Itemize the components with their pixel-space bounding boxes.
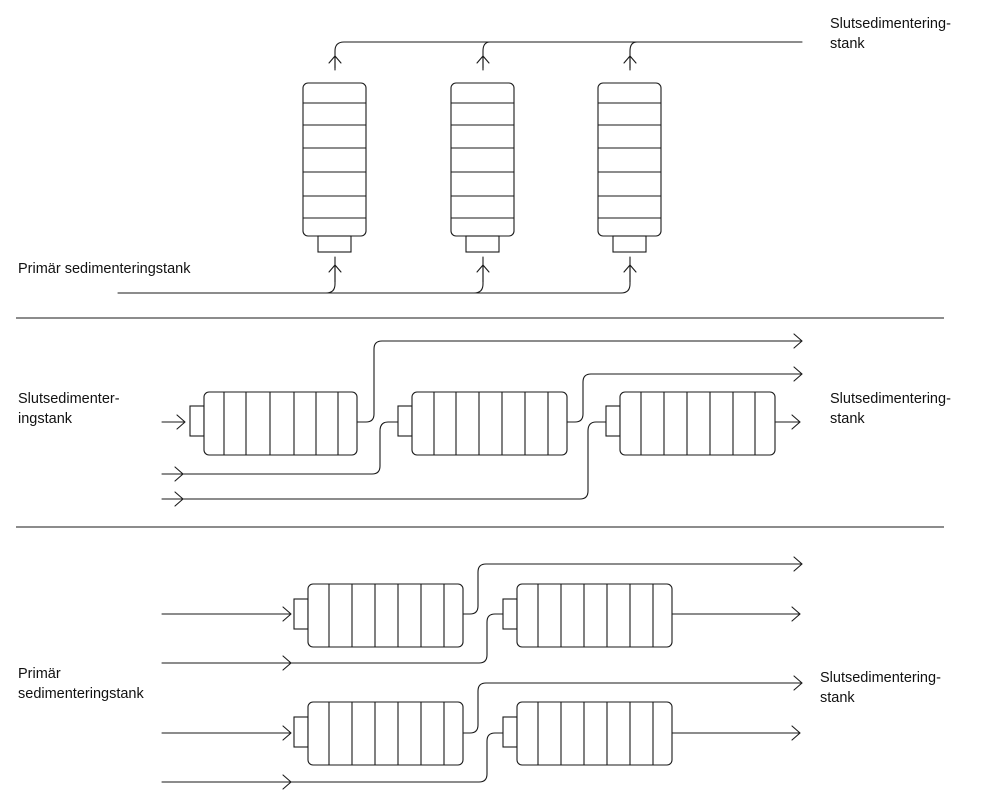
middle-outlet-label-line2: stank [830, 411, 865, 427]
parallel-vertical-filters [117, 41, 803, 294]
feed-pipe [161, 732, 504, 783]
series-horizontal-filters [161, 333, 803, 507]
feed-pipe [161, 613, 504, 664]
middle-outlet-label-line1: Slutsedimentering- [830, 391, 951, 407]
middle-inlet-label-line1: Slutsedimenter- [18, 391, 120, 407]
right-arrow-icon [791, 725, 801, 741]
right-arrow-icon [282, 774, 292, 790]
outlet-pipe [462, 682, 803, 734]
right-arrow-icon [282, 725, 292, 741]
horizontal-filter [293, 583, 464, 648]
outlet-pipe [566, 373, 803, 423]
right-arrow-icon [793, 333, 803, 349]
horizontal-filter [502, 583, 673, 648]
middle-outlet-label: Slutsedimentering- stank [830, 389, 951, 429]
bottom-inlet-label-line1: Primär [18, 666, 61, 682]
vertical-filter [597, 82, 662, 253]
right-arrow-icon [793, 556, 803, 572]
top-outlet-label-line1: Slutsedimentering- [830, 16, 951, 32]
middle-inlet-label-line2: ingstank [18, 411, 73, 427]
right-arrow-icon [174, 491, 184, 507]
outlet-pipe [356, 340, 803, 423]
bottom-outlet-label-line2: stank [820, 690, 855, 706]
bottom-outlet-label-line1: Slutsedimentering- [820, 670, 941, 686]
right-arrow-icon [791, 414, 801, 430]
up-arrow-icon [623, 264, 637, 283]
up-arrow-icon [328, 264, 342, 283]
right-arrow-icon [282, 606, 292, 622]
bottom-inlet-label: Primär sedimenteringstank [18, 664, 144, 704]
up-arrow-icon [476, 264, 490, 283]
horizontal-filter [605, 391, 776, 456]
up-arrow-icon [623, 55, 637, 71]
right-arrow-icon [282, 655, 292, 671]
right-arrow-icon [793, 366, 803, 382]
horizontal-filter [189, 391, 358, 456]
vertical-filter [450, 82, 515, 253]
right-arrow-icon [793, 675, 803, 691]
right-arrow-icon [176, 414, 186, 430]
horizontal-filter [293, 701, 464, 766]
feed-pipe [161, 421, 399, 475]
middle-inlet-label: Slutsedimenter- ingstank [18, 389, 120, 429]
top-outlet-label: Slutsedimentering- stank [830, 14, 951, 54]
series-parallel-filters [161, 556, 803, 790]
outlet-header-pipe [334, 41, 803, 69]
feed-pipe [161, 421, 607, 500]
up-arrow-icon [328, 55, 342, 71]
top-inlet-label: Primär sedimenteringstank [18, 261, 191, 277]
up-arrow-icon [476, 55, 490, 71]
bottom-outlet-label: Slutsedimentering- stank [820, 668, 941, 708]
horizontal-filter [397, 391, 568, 456]
bottom-inlet-label-line2: sedimenteringstank [18, 686, 144, 702]
inlet-header-pipe [117, 256, 631, 294]
horizontal-filter [502, 701, 673, 766]
top-outlet-label-line2: stank [830, 36, 865, 52]
right-arrow-icon [174, 466, 184, 482]
outlet-pipe [462, 563, 803, 615]
vertical-filter [302, 82, 367, 253]
right-arrow-icon [791, 606, 801, 622]
